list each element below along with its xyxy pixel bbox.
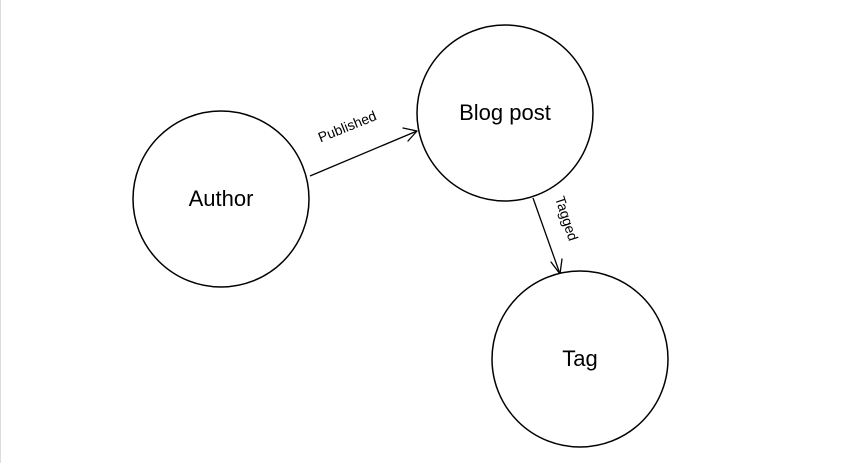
node-author-circle (132, 110, 310, 288)
node-blog-post-circle (416, 24, 594, 202)
edge-published-line (309, 130, 418, 177)
left-border-line (0, 0, 1, 463)
node-blog-post[interactable]: Blog post (416, 24, 594, 202)
node-author[interactable]: Author (132, 110, 310, 288)
node-blog-post-label: Blog post (459, 100, 551, 125)
node-tag[interactable]: Tag (491, 270, 669, 448)
edge-published-arrowhead (402, 127, 418, 142)
edge-published: Published (309, 107, 418, 177)
node-author-label: Author (189, 186, 254, 211)
edge-tagged-arrowhead (550, 258, 563, 275)
edge-published-label: Published (316, 107, 379, 145)
edge-tagged-line (532, 197, 561, 275)
node-tag-circle (491, 270, 669, 448)
node-tag-label: Tag (562, 346, 597, 371)
edge-tagged-label: Tagged (552, 194, 581, 243)
edge-tagged: Tagged (532, 194, 581, 275)
